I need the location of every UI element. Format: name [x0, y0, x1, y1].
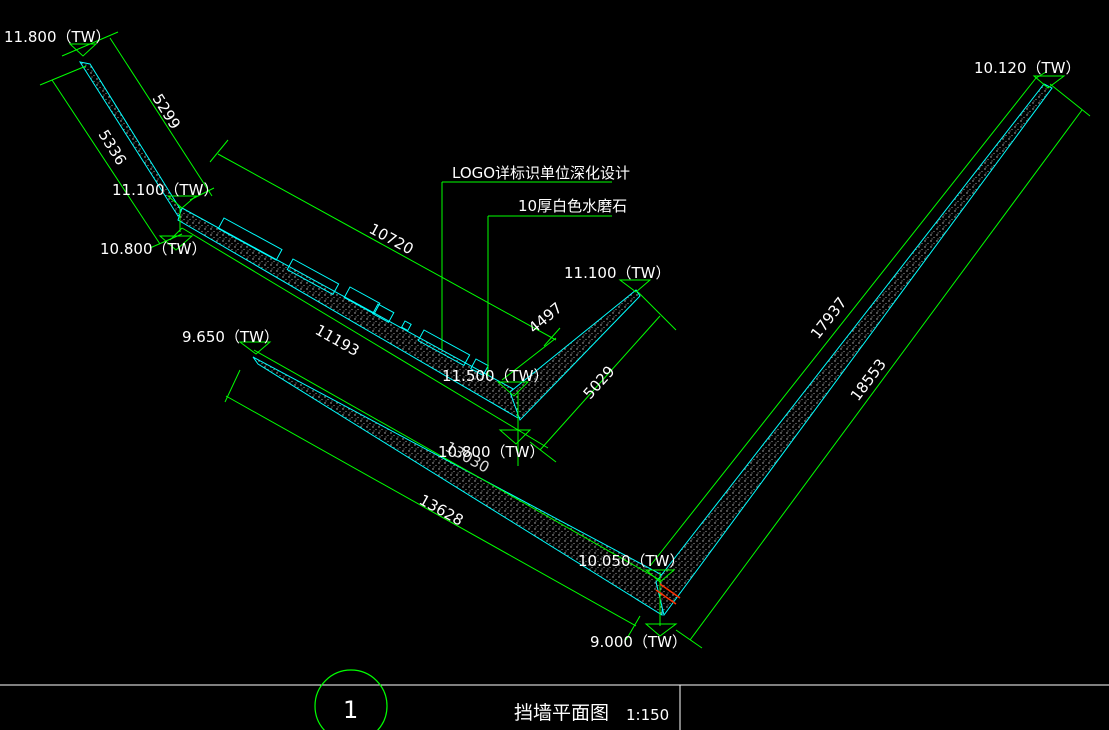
note-finish: 10厚白色水磨石: [518, 197, 627, 215]
elevation-label: 11.100（TW）: [564, 264, 670, 282]
dimension-lines: [39, 31, 1091, 649]
note-logo: LOGO详标识单位深化设计: [452, 164, 630, 182]
elevation-label: 10.800（TW）: [100, 240, 206, 258]
dimension-value: 11193: [312, 321, 362, 360]
elevation-label: 9.000（TW）: [590, 633, 687, 651]
planter-box: [417, 329, 471, 367]
planter-box: [372, 303, 395, 323]
drawing-scale: 1:150: [626, 706, 669, 724]
elevation-label: 11.500（TW）: [442, 367, 548, 385]
planter-box: [286, 258, 340, 296]
elevation-label: 11.100（TW）: [112, 181, 218, 199]
dimension-value: 4497: [525, 299, 566, 337]
elevation-label: 10.800（TW）: [438, 443, 544, 461]
dimension-value: 13628: [416, 491, 466, 530]
planter-box: [217, 217, 283, 261]
drawing-title: 挡墙平面图: [514, 702, 609, 724]
elevation-label: 10.120（TW）: [974, 59, 1080, 77]
planter-box: [470, 358, 489, 377]
elevation-label: 9.650（TW）: [182, 328, 279, 346]
elevation-label: 11.800（TW）: [4, 28, 110, 46]
dimension-value: 5299: [149, 91, 185, 133]
wall-upper-segment: [177, 207, 519, 419]
title-block: 1 挡墙平面图 1:150: [0, 669, 1109, 730]
dimension-value: 17937: [807, 294, 851, 343]
drawing-number-circle: [314, 669, 388, 730]
wall-bodies: [78, 61, 1053, 617]
wall-upper-right-arm: [509, 289, 641, 421]
dimension-value: 18553: [847, 355, 890, 404]
planter-box: [343, 286, 381, 315]
drawing-number: 1: [343, 696, 358, 724]
planter-box: [400, 320, 412, 332]
dimension-value: 10720: [366, 220, 417, 259]
elevation-label: 10.050（TW）: [578, 552, 684, 570]
wall-lower-segment: [252, 356, 665, 616]
red-section-marker: [655, 583, 681, 605]
planter-boxes: [217, 217, 489, 377]
wall-right-arm: [655, 83, 1053, 617]
